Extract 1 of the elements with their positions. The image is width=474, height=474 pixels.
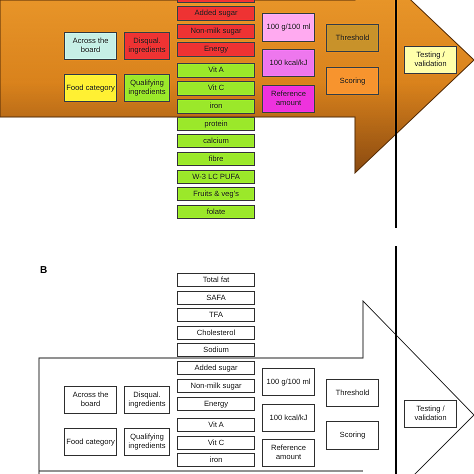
panel-letter: B (40, 265, 48, 276)
